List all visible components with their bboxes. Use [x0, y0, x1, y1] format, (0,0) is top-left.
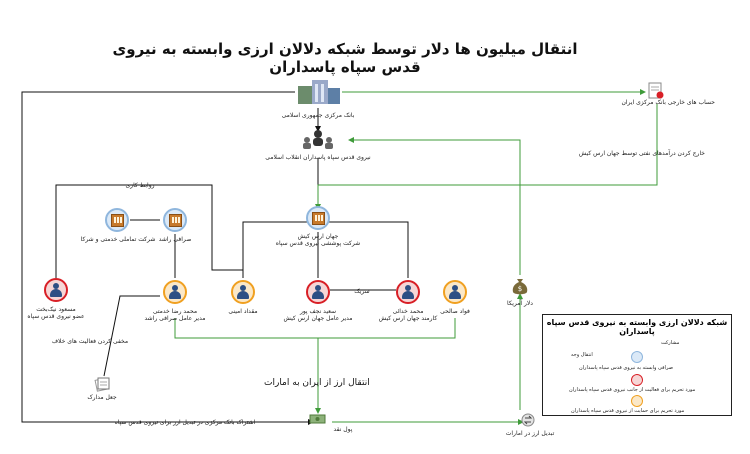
saeid-node — [306, 280, 330, 304]
dollar-label: دلار آمریکا — [507, 300, 533, 307]
foad-node — [443, 280, 467, 304]
central-bank-label: بانک مرکزی جمهوری اسلامی — [281, 112, 355, 119]
meghdad-node — [231, 280, 255, 304]
svg-text:$: $ — [518, 285, 522, 293]
legend-participation-label: مشارکت — [661, 340, 680, 346]
cash-icon — [309, 413, 327, 425]
oil-revenue-label: خارج کردن درآمدهای نفتی توسط جهان ارس کی… — [578, 150, 705, 157]
legend-orange-label: مورد تحریم برای حمایت از نیروی قدس سپاه … — [571, 408, 685, 414]
legend-blue-dot — [631, 351, 643, 363]
cash-label: پول نقد — [333, 426, 353, 433]
meghdad-label: مقداد امینی — [228, 308, 258, 315]
legend-red-label: مورد تحریم برای فعالیت از جانب نیروی قدس… — [569, 387, 696, 393]
building-icon — [168, 213, 182, 227]
documents-icon — [94, 376, 112, 392]
rashed-exchange-label: صرافی راشد — [158, 236, 192, 243]
legend-red-dot — [631, 374, 643, 386]
jahan-aras-label: جهان ارس کیش — [297, 233, 339, 240]
mohammad-node — [396, 280, 420, 304]
transfer-uae-label: انتقال ارز از ایران به امارات — [264, 378, 370, 388]
mohammadreza-sub-label: مدیر عامل صرافی راشد — [144, 315, 206, 322]
jahan-aras-sub-label: شرکت پوششی نیروی قدس سپاه — [275, 240, 361, 247]
building-icon — [311, 211, 325, 225]
fund-transfer-lines — [174, 91, 658, 423]
mohammad-sub-label: کارمند جهان ارس کیش — [378, 315, 438, 322]
tamamy-company-label: شرکت تماملی خدمتی و شرکا — [80, 236, 156, 243]
person-icon — [237, 285, 249, 299]
masoud-node — [44, 278, 68, 302]
legend-box: شبکه دلالان ارزی وابسته به نیروی قدس سپا… — [542, 314, 732, 416]
legend-orange-dot — [631, 395, 643, 407]
diagram-title: انتقال میلیون ها دلار توسط شبکه دلالان ا… — [112, 40, 578, 76]
person-icon — [312, 285, 324, 299]
foreign-accounts-label: حساب های خارجی بانک مرکزی ایران — [621, 99, 715, 106]
central-bank-icon — [296, 76, 342, 106]
legend-title: شبکه دلالان ارزی وابسته به نیروی قدس سپا… — [546, 318, 728, 336]
bank-share-label: اشتراک بانک مرکزی در تبدیل ارز برای نیرو… — [114, 419, 256, 426]
person-icon — [50, 283, 62, 297]
person-icon — [449, 285, 461, 299]
mohammad-label: محمد خدائی — [392, 308, 424, 315]
legend-blue-label: صرافی وابسته به نیروی قدس سپاه پاسداران — [579, 365, 673, 371]
saeid-sub-label: مدیر عامل جهان ارس کیش — [283, 315, 353, 322]
irgc-group-icon — [300, 128, 336, 152]
foreign-accounts-icon — [648, 82, 664, 100]
person-icon — [402, 285, 414, 299]
foad-label: فواد صالحی — [440, 308, 470, 315]
work-relation-label: روابط کاری — [125, 182, 155, 189]
conversion-label: تبدیل ارز در امارات — [505, 430, 555, 437]
tamamy-company-node — [105, 208, 129, 232]
money-bag-icon: $ — [510, 276, 530, 296]
partner-label: شریک — [354, 288, 370, 295]
participation-lines — [21, 91, 409, 423]
jahan-aras-node — [306, 206, 330, 230]
saeid-label: سعید نجف پور — [299, 308, 337, 315]
mohammadreza-node — [163, 280, 187, 304]
exchange-icon — [520, 412, 536, 428]
hide-activity-label: مخفی کردن فعالیت های خلاف — [51, 338, 129, 345]
masoud-label: مسعود نیک‌بخت — [36, 306, 76, 313]
masoud-sub-label: عضو نیروی قدس سپاه — [27, 313, 85, 320]
legend-transfer-label: انتقال وجه — [571, 352, 593, 358]
mohammadreza-label: محمد رضا خدمتی — [152, 308, 198, 315]
rashed-exchange-node — [163, 208, 187, 232]
building-icon — [110, 213, 124, 227]
irgc-qf-label: نیروی قدس سپاه پاسداران انقلاب اسلامی — [265, 154, 371, 161]
person-icon — [169, 285, 181, 299]
fake-docs-label: جعل مدارک — [87, 394, 117, 401]
